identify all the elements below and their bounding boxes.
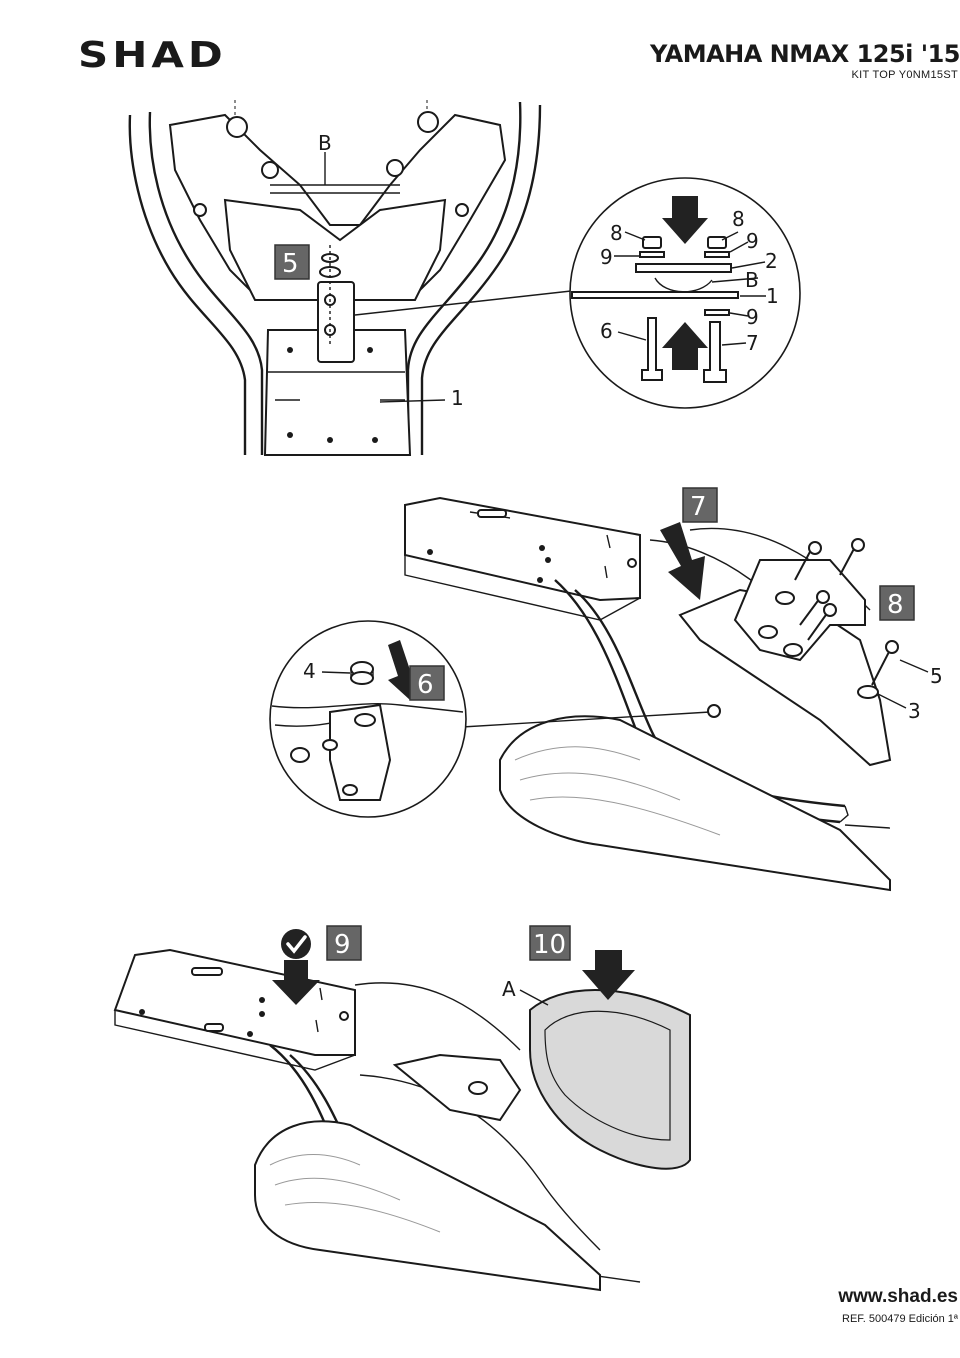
label-frame-b: B	[318, 131, 332, 155]
spacer-detail-circle	[269, 620, 467, 818]
detail-label-8-left: 8	[610, 221, 623, 245]
detail-label-2: 2	[765, 249, 778, 273]
label-frame-1: 1	[451, 386, 464, 410]
detail-label-8-right: 8	[732, 207, 745, 231]
label-bolt-5: 5	[930, 664, 943, 688]
detail-label-9-right: 9	[746, 229, 759, 253]
fastener-detail-circle	[569, 177, 801, 409]
step-9-badge: 9	[326, 925, 362, 961]
label-spacer-4: 4	[303, 659, 316, 683]
label-topcase-a: A	[502, 977, 516, 1001]
rack-frame-top-view	[128, 100, 581, 456]
svg-text:9: 9	[334, 930, 351, 960]
rack-topcase-bottom	[113, 948, 691, 1292]
svg-text:10: 10	[533, 930, 566, 960]
detail-label-b: B	[745, 268, 759, 292]
model-title: YAMAHA NMAX 125i '15	[650, 40, 960, 68]
detail-label-9-lower: 9	[746, 305, 759, 329]
step-8-badge: 8	[879, 585, 915, 621]
step-10-badge: 10	[529, 925, 571, 961]
check-circle-icon	[281, 929, 311, 959]
svg-text:8: 8	[887, 590, 904, 620]
svg-text:5: 5	[282, 249, 299, 279]
detail-label-6: 6	[600, 319, 613, 343]
label-washer-3: 3	[908, 699, 921, 723]
svg-text:7: 7	[690, 492, 707, 522]
document-reference: REF. 500479 Edición 1ª	[842, 1313, 958, 1325]
detail-label-9-left: 9	[600, 245, 613, 269]
detail-label-1: 1	[766, 284, 779, 308]
website-url: www.shad.es	[838, 1286, 958, 1307]
detail-label-7: 7	[746, 331, 759, 355]
step-5-badge: 5	[274, 244, 310, 280]
rack-install-middle	[404, 496, 929, 892]
step-7-badge: 7	[682, 487, 718, 523]
shad-logo: SHAD	[78, 34, 227, 76]
svg-text:6: 6	[417, 670, 434, 700]
kit-reference: KIT TOP Y0NM15ST	[851, 69, 958, 81]
step-6-badge: 6	[409, 665, 445, 701]
